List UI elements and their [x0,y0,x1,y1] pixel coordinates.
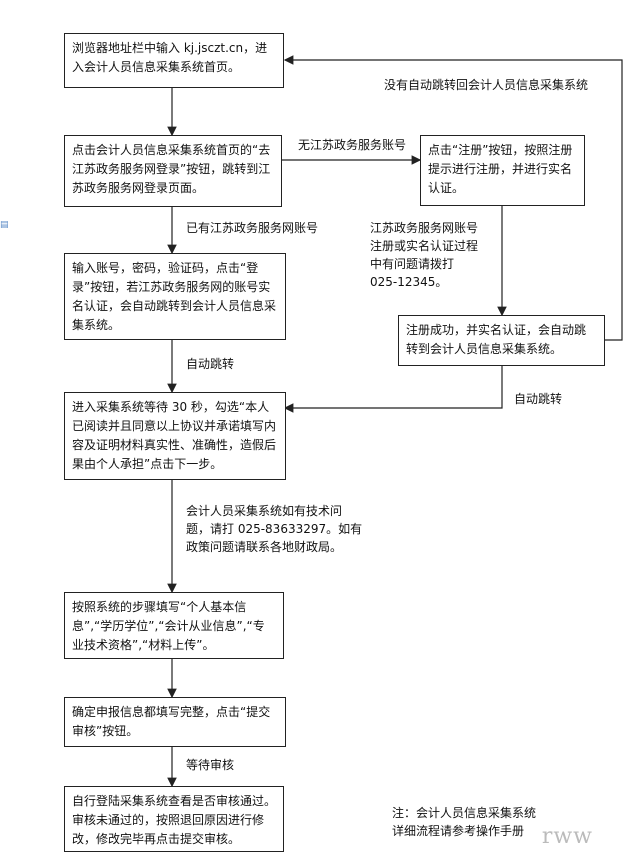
label-tech-help: 会计人员采集系统如有技术问 题，请打 025-83633297。如有 政策问题请… [186,504,363,554]
step-7-box: 自行登陆采集系统查看是否审核通过。审核未通过的，按照退回原因进行修改，修改完毕再… [64,786,284,852]
label-help-register: 江苏政务服务网账号 注册或实名认证过程 中有问题请拨打 025-12345。 [370,221,479,289]
step-6-box: 确定申报信息都填写完整，点击“提交审核”按钮。 [64,697,286,747]
label-wait-review: 等待审核 [186,758,235,772]
arrow-r2-b1 [283,55,623,341]
label-no-redirect: 没有自动跳转回会计人员信息采集系统 [384,78,589,92]
register-box: 点击“注册”按钮，按照注册提示进行注册，并进行实名认证。 [420,135,585,206]
step-4-box: 进入采集系统等待 30 秒，勾选“本人已阅读并且同意以上协议并承诺填写内容及证明… [64,392,286,480]
step-5-box: 按照系统的步骤填写“个人基本信息”,“学历学位”,“会计从业信息”,“专业技术资… [64,592,284,659]
footnote: 注：会计人员信息采集系统 详细流程请参考操作手册 [392,806,537,838]
step-2-box: 点击会计人员信息采集系统首页的“去江苏政务服务网登录”按钮，跳转到江苏政务服务网… [64,135,282,207]
step-2-text: 点击会计人员信息采集系统首页的“去江苏政务服务网登录”按钮，跳转到江苏政务服务网… [72,143,271,195]
register-success-text: 注册成功，并实名认证，会自动跳转到会计人员信息采集系统。 [406,323,587,356]
label-no-account: 无江苏政务服务账号 [298,138,407,152]
arrow-r2-b4 [283,366,503,413]
step-1-text: 浏览器地址栏中输入 kj.jsczt.cn，进入会计人员信息采集系统首页。 [72,41,268,74]
label-auto-jump-2: 自动跳转 [514,392,563,406]
label-auto-jump-1: 自动跳转 [186,357,235,371]
watermark-logo: rww [541,824,593,849]
step-3-text: 输入账号，密码，验证码，点击“登录”按钮，若江苏政务服务网的账号实名认证，会自动… [72,261,277,332]
step-7-text: 自行登陆采集系统查看是否审核通过。审核未通过的，按照退回原因进行修改，修改完毕再… [72,794,277,846]
label-has-account: 已有江苏政务服务网账号 [186,221,319,235]
step-5-text: 按照系统的步骤填写“个人基本信息”,“学历学位”,“会计从业信息”,“专业技术资… [72,600,265,652]
register-text: 点击“注册”按钮，按照注册提示进行注册，并进行实名认证。 [428,143,573,195]
side-anchor-icon: ▤ [0,220,9,230]
step-6-text: 确定申报信息都填写完整，点击“提交审核”按钮。 [72,705,271,738]
step-3-box: 输入账号，密码，验证码，点击“登录”按钮，若江苏政务服务网的账号实名认证，会自动… [64,253,286,340]
register-success-box: 注册成功，并实名认证，会自动跳转到会计人员信息采集系统。 [398,315,605,366]
step-1-box: 浏览器地址栏中输入 kj.jsczt.cn，进入会计人员信息采集系统首页。 [64,33,284,88]
step-4-text: 进入采集系统等待 30 秒，勾选“本人已阅读并且同意以上协议并承诺填写内容及证明… [72,400,277,471]
